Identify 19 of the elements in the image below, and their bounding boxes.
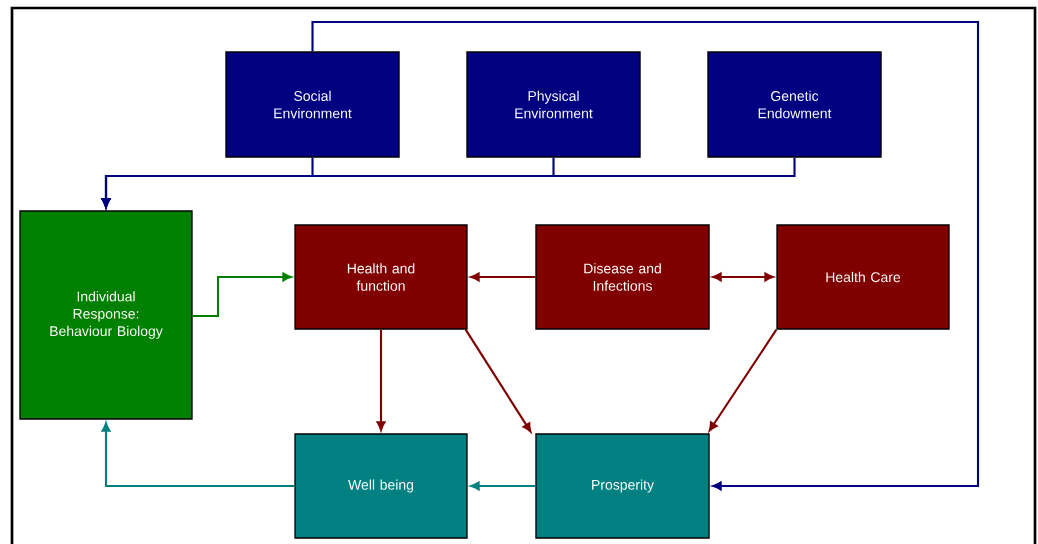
arrow bbox=[470, 481, 536, 491]
box: Disease and Infections bbox=[535, 224, 710, 330]
arrow bbox=[712, 272, 774, 282]
box: Health Care bbox=[776, 224, 950, 330]
arrow bbox=[101, 157, 796, 208]
arrow bbox=[311, 20, 980, 491]
box: Social Environment bbox=[225, 51, 400, 158]
arrow bbox=[708, 329, 778, 432]
box: Genetic Endowment bbox=[707, 51, 882, 158]
box: Individual Response: Behaviour Biology bbox=[19, 210, 193, 420]
arrow bbox=[376, 329, 386, 431]
arrow bbox=[470, 272, 536, 282]
arrow bbox=[464, 329, 532, 433]
box: Health and function bbox=[294, 224, 468, 330]
arrow bbox=[192, 272, 292, 318]
box: Prosperity bbox=[535, 433, 710, 539]
box: Well being bbox=[294, 433, 468, 539]
arrow bbox=[101, 422, 295, 488]
box: Physical Environment bbox=[466, 51, 641, 158]
